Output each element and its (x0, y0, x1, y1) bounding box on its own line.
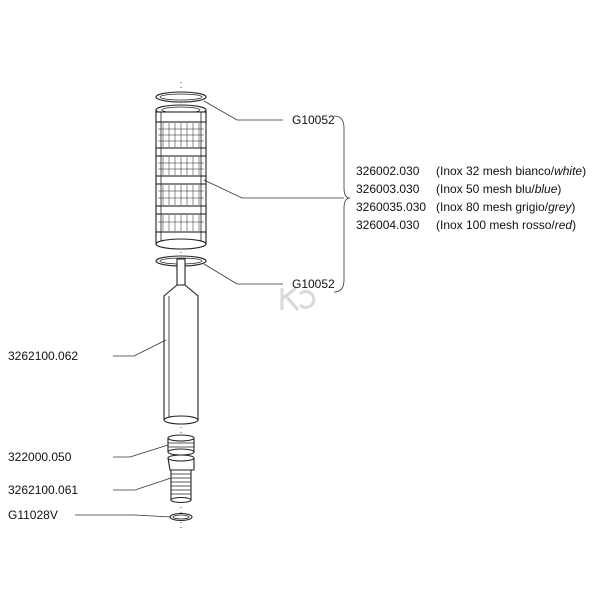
threaded-fitting (167, 454, 195, 504)
leader-cartridge (203, 179, 344, 199)
mesh-filter-cartridge (155, 104, 207, 250)
filter-code-3-color: grey (548, 200, 572, 214)
label-nut: 322000.050 (8, 450, 72, 464)
top-seal-ring (155, 91, 207, 103)
label-o-ring: G11028V (8, 508, 58, 522)
label-fitting: 3262100.061 (8, 483, 78, 497)
label-tube: 3262100.062 (8, 349, 78, 363)
filter-code-4-close: ) (572, 218, 576, 232)
filter-code-list: 326002.030 (Inox 32 mesh bianco/white) 3… (356, 164, 586, 232)
filter-code-1-desc: (Inox 32 mesh bianco/ (436, 164, 555, 178)
small-o-ring (169, 512, 193, 522)
long-tube (163, 258, 199, 425)
filter-code-4-color: red (555, 218, 573, 232)
leader-seal-top (203, 100, 283, 121)
filter-code-3: 3260035.030 (Inox 80 mesh grigio/grey) (356, 200, 575, 214)
label-seal-bottom: G10052 (292, 277, 335, 291)
filter-code-3-close: ) (571, 200, 575, 214)
leader-tube (113, 339, 167, 357)
filter-code-2-close: ) (557, 182, 561, 196)
filter-code-4-number: 326004.030 (356, 218, 420, 232)
threaded-nut (167, 434, 195, 456)
filter-code-2-desc: (Inox 50 mesh blu/ (436, 182, 535, 196)
filter-code-2-color: blue (535, 182, 558, 196)
leader-fitting (113, 477, 172, 491)
watermark-logo (280, 286, 316, 311)
filter-code-4: 326004.030 (Inox 100 mesh rosso/red) (356, 218, 576, 232)
filter-code-3-desc: (Inox 80 mesh grigio/ (436, 200, 549, 214)
filter-code-2-number: 326003.030 (356, 182, 420, 196)
filter-code-2: 326003.030 (Inox 50 mesh blu/blue) (356, 182, 561, 196)
filter-code-4-desc: (Inox 100 mesh rosso/ (436, 218, 555, 232)
filter-code-1: 326002.030 (Inox 32 mesh bianco/white) (356, 164, 586, 178)
leader-nut (113, 444, 169, 458)
label-seal-top: G10052 (292, 113, 335, 127)
filter-code-1-close: ) (582, 164, 586, 178)
filter-code-1-color: white (554, 164, 582, 178)
curly-brace (333, 115, 351, 293)
filter-code-1-number: 326002.030 (356, 164, 420, 178)
leader-seal-bottom (203, 263, 283, 285)
leader-o-ring (75, 514, 172, 518)
filter-code-3-number: 3260035.030 (356, 200, 426, 214)
